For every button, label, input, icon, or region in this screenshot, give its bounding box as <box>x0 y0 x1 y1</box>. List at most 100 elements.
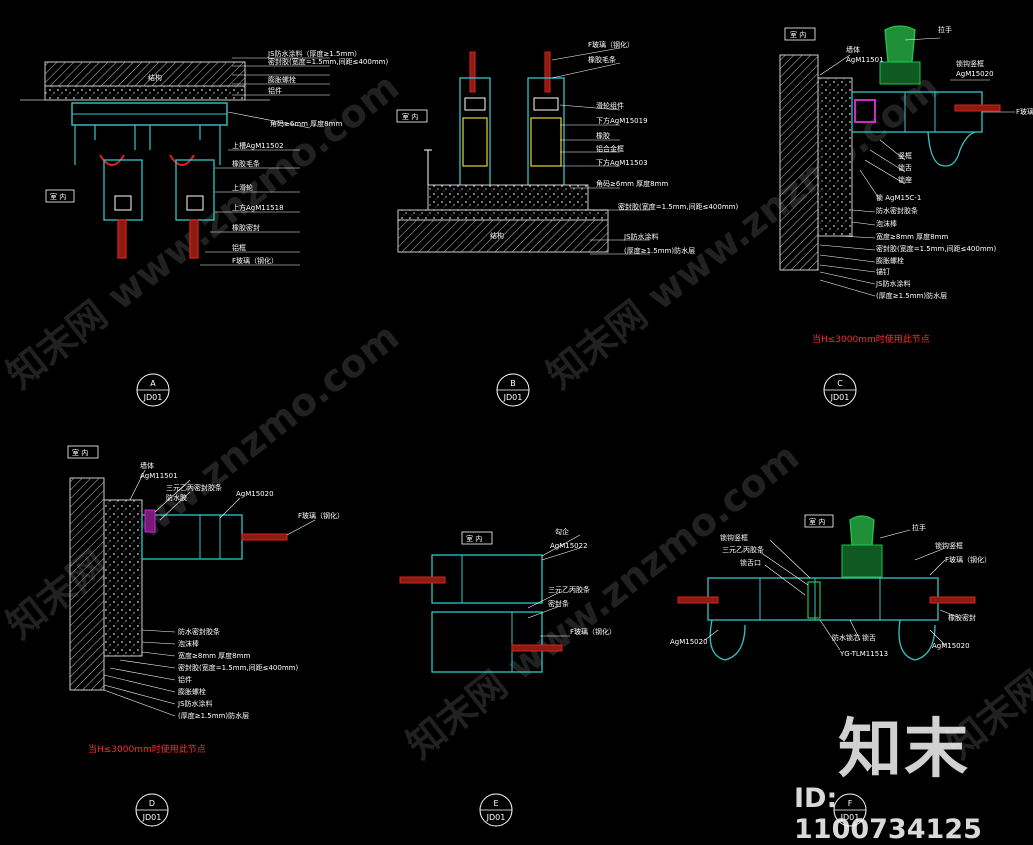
detail-f-label-8: AgM15020 <box>670 638 708 646</box>
tag-f: F JD01 <box>833 793 867 827</box>
detail-f-label-11: AgM15020 <box>932 642 970 650</box>
detail-e-label-2: 三元乙丙胶条 <box>548 585 590 594</box>
detail-c-label-14: 膨胀螺栓 <box>876 256 904 265</box>
detail-e-label-3: 密封条 <box>548 599 569 608</box>
detail-a-label-2: 膨胀螺栓 <box>268 75 296 84</box>
detail-d-label-10: 铝件 <box>178 675 192 684</box>
detail-e-label-0: 勾企 <box>555 527 569 536</box>
tag-a: A JD01 <box>136 373 170 407</box>
detail-b-label-4: 橡胶 <box>596 131 610 140</box>
detail-d-label-13: (厚度≥1.5mm)防水层 <box>178 711 249 720</box>
watermark-layer: 知末网 www.znzmo.com 知末网 www.znzmo.com 知末网 … <box>0 64 1033 767</box>
detail-b-label-7: 角码≥6mm 厚度8mm <box>596 179 668 188</box>
tag-a-letter: A <box>150 379 156 388</box>
detail-a-label-5: 上槽AgM11502 <box>232 141 284 150</box>
detail-f-label-3: 拉手 <box>912 523 926 532</box>
detail-b-label-9: JS防水涂料 <box>623 232 659 241</box>
detail-e: 室 内 勾企 AgM15022 三元乙丙胶条 密封条 F玻璃（钢化） <box>399 527 616 673</box>
tag-c-code: JD01 <box>830 393 850 402</box>
detail-d-label-5: F玻璃（钢化） <box>298 511 344 520</box>
tag-a-code: JD01 <box>143 393 163 402</box>
detail-d: 室 内 墙体 AgM11501 三元乙丙密封胶条 防水胶 AgM15020 F玻… <box>67 445 344 755</box>
detail-c-note: 当H≤3000mm时使用此节点 <box>812 333 930 345</box>
detail-c-label-8: 锁座 <box>898 175 912 184</box>
detail-a-label-9: 橡胶密封 <box>232 223 260 232</box>
detail-a-room: 室 内 <box>50 192 66 201</box>
detail-d-label-8: 宽度≥8mm 厚度8mm <box>178 651 250 660</box>
detail-a: 结构 室 内 JS防水涂料（厚度≥1.5mm） 密 <box>20 49 388 266</box>
detail-a-label-0: JS防水涂料（厚度≥1.5mm） <box>267 49 361 58</box>
tag-c-letter: C <box>837 379 843 388</box>
watermark-id: ID: 1100734125 <box>794 783 982 845</box>
detail-c-label-9: 锁 AgM15C-1 <box>876 193 921 202</box>
detail-c-label-2: 拉手 <box>938 25 952 34</box>
detail-b-label-6: 下方AgM11503 <box>596 158 648 167</box>
detail-tags: A JD01 B JD01 C JD01 D JD01 E JD01 <box>135 373 867 827</box>
detail-b-room: 室 内 <box>402 112 418 121</box>
detail-c-label-17: (厚度≥1.5mm)防水层 <box>876 291 947 300</box>
detail-d-note: 当H≤3000mm时使用此节点 <box>88 743 206 755</box>
tag-e-code: JD01 <box>486 813 506 822</box>
detail-b-label-3: 下方AgM15019 <box>596 116 648 125</box>
detail-d-room: 室 内 <box>72 448 88 457</box>
detail-a-label-7: 上滑轮 <box>232 183 253 192</box>
tag-f-code: JD01 <box>840 813 860 822</box>
detail-f-label-5: F玻璃（钢化） <box>945 555 991 564</box>
detail-c-label-13: 密封胶(宽度=1.5mm,间距≤400mm) <box>876 244 996 253</box>
detail-c-label-6: 竖框 <box>898 151 912 160</box>
detail-f-label-2: 锁舌口 <box>740 558 761 567</box>
detail-d-label-3: 防水胶 <box>166 493 187 502</box>
detail-f-label-1: 三元乙丙胶条 <box>722 545 764 554</box>
tag-d-letter: D <box>149 799 155 808</box>
tag-f-letter: F <box>848 799 853 808</box>
detail-f-label-7: 锁舌 <box>862 633 876 642</box>
tag-b-letter: B <box>510 379 516 388</box>
detail-c-label-12: 宽度≥8mm 厚度8mm <box>876 232 948 241</box>
detail-c-label-1: AgM11501 <box>846 56 884 64</box>
detail-d-label-4: AgM15020 <box>236 490 274 498</box>
detail-c-label-7: 锁舌 <box>898 163 912 172</box>
detail-b-label-2: 滑轮组件 <box>596 101 624 110</box>
detail-a-label-8: 上方AgM11518 <box>232 203 284 212</box>
detail-d-label-1: AgM11501 <box>140 472 178 480</box>
tag-d: D JD01 <box>135 793 169 827</box>
detail-c-room: 室 内 <box>790 30 806 39</box>
detail-a-label-10: 铝框 <box>232 243 246 252</box>
detail-c: 室 内 墙体 AgM11501 拉手 锁钩竖框 AgM15020 F玻璃（钢化）… <box>779 25 1033 345</box>
detail-f-label-10: YG-TLM11513 <box>839 650 888 658</box>
detail-d-label-0: 墙体 <box>140 461 154 470</box>
watermark-site-4: 知末网 www.znzmo.com <box>398 434 807 767</box>
detail-a-label-1: 密封胶(宽度=1.5mm,间距≤400mm) <box>268 57 388 66</box>
detail-d-label-6: 防水密封胶条 <box>178 627 220 636</box>
detail-c-label-4: AgM15020 <box>956 70 994 78</box>
detail-c-label-5: F玻璃（钢化） <box>1016 107 1033 116</box>
detail-a-label-11: F玻璃（钢化） <box>232 256 278 265</box>
detail-d-label-11: 膨胀螺栓 <box>178 687 206 696</box>
detail-f-room: 室 内 <box>809 517 825 526</box>
detail-d-label-7: 泡沫棒 <box>178 639 199 648</box>
tag-e: E JD01 <box>479 793 513 827</box>
detail-d-label-9: 密封胶(宽度=1.5mm,间距≤400mm) <box>178 663 298 672</box>
detail-f-label-4: 锁钩竖框 <box>935 541 963 550</box>
detail-b-label-1: 橡胶毛条 <box>588 55 616 64</box>
watermark-brand: 知末 <box>838 713 970 787</box>
detail-d-label-2: 三元乙丙密封胶条 <box>166 483 222 492</box>
detail-a-label-3: 铝件 <box>268 86 282 95</box>
tag-e-letter: E <box>493 799 498 808</box>
detail-f: 室 内 锁钩竖框 三元乙丙胶条 锁舌口 拉手 锁钩竖框 F玻璃（钢化） 橡胶密封… <box>670 514 991 661</box>
detail-b-structure-label: 结构 <box>490 231 504 240</box>
tag-c: C JD01 <box>823 373 857 407</box>
detail-e-label-4: F玻璃（钢化） <box>570 627 616 636</box>
detail-b-label-8: 密封胶(宽度=1.5mm,间距≤400mm) <box>618 202 738 211</box>
detail-c-label-11: 泡沫棒 <box>876 219 897 228</box>
detail-b-label-0: F玻璃（钢化） <box>588 40 634 49</box>
tag-b: B JD01 <box>496 373 530 407</box>
detail-c-label-16: JS防水涂料 <box>875 279 911 288</box>
detail-e-label-1: AgM15022 <box>550 542 588 550</box>
detail-b-label-5: 铝合金框 <box>596 144 624 153</box>
detail-a-label-4: 角码≥6mm 厚度8mm <box>270 119 342 128</box>
detail-c-label-15: 锚钉 <box>876 267 890 276</box>
detail-f-label-9: 防水锁芯 <box>832 633 860 642</box>
detail-f-label-0: 锁钩竖框 <box>720 533 748 542</box>
